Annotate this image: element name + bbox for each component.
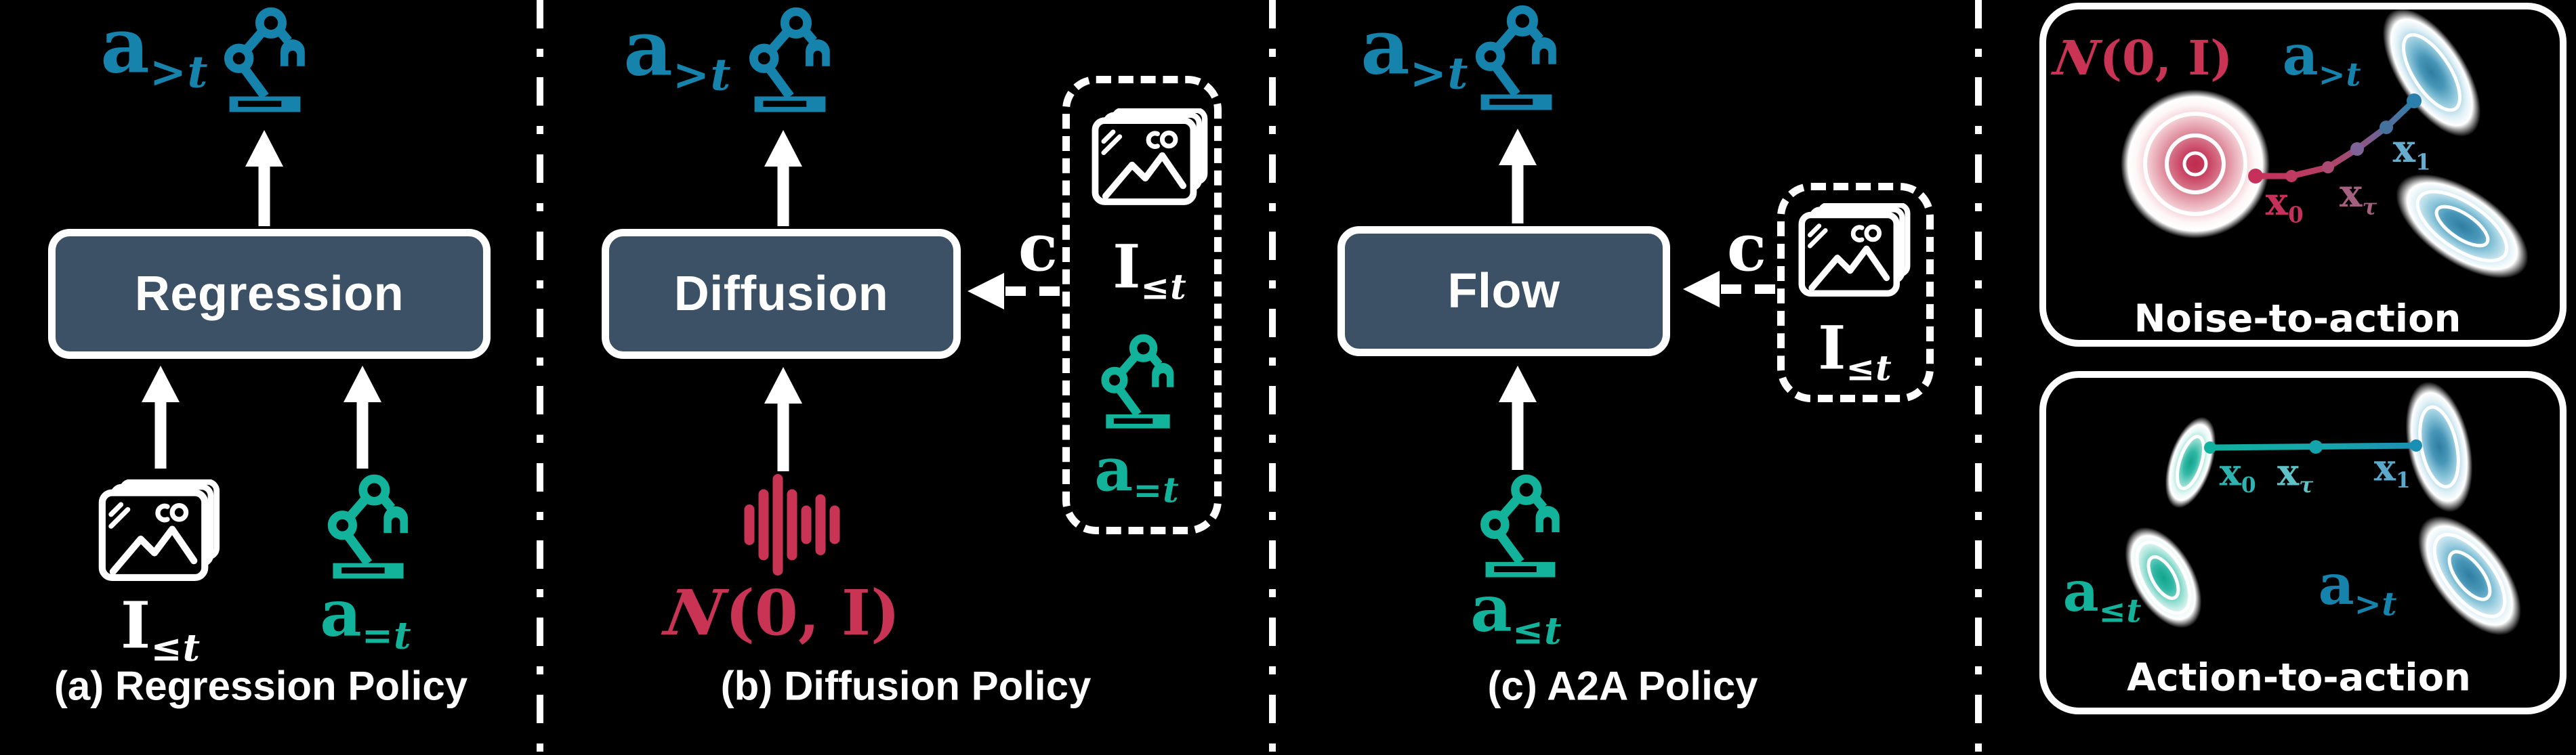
current-action-label: a=t (320, 576, 412, 657)
image-stack-icon (98, 479, 222, 583)
image-history-label: I≤t (120, 588, 201, 670)
past-action-distribution-blob (2165, 416, 2216, 509)
future-action-label: a>t (100, 1, 209, 98)
panel-a-caption: (a) Regression Policy (54, 663, 468, 709)
gaussian-noise-label: N(0, I) (2050, 30, 2233, 86)
image-history-label: I≤t (1113, 231, 1187, 308)
noise-to-action-trajectory (2248, 93, 2422, 184)
image-stack-icon (1085, 108, 1216, 207)
flow-arrows (142, 129, 1537, 471)
past-action-label: a≤t (1470, 571, 1562, 653)
noise-to-action-panel (2039, 3, 2567, 347)
condition-label: c (1018, 209, 1058, 286)
current-action-label: a=t (1094, 434, 1180, 511)
x1-label: x1 (2373, 446, 2411, 494)
noise-to-action-caption: Noise-to-action (2134, 297, 2461, 341)
flow-box: Flow (1337, 226, 1670, 356)
x0-label: x0 (2265, 179, 2304, 228)
image-history-label: I≤t (1818, 312, 1892, 389)
action-to-action-caption: Action-to-action (2127, 655, 2471, 700)
robot-arm-icon (325, 472, 411, 580)
x1-label: x1 (2392, 127, 2432, 175)
gaussian-noise-label: N(0, I) (659, 576, 900, 649)
condition-context-box (1777, 183, 1934, 402)
condition-label: c (1726, 209, 1767, 286)
robot-arm-icon (222, 5, 308, 114)
future-action-distribution-blob (2417, 516, 2522, 635)
action-to-action-trajectory (2204, 439, 2422, 454)
diffusion-box: Diffusion (602, 229, 961, 359)
condition-context-box (1062, 76, 1222, 534)
future-action-label: a>t (2282, 23, 2362, 94)
panel-divider-lines (537, 0, 1982, 755)
condition-arrows (968, 271, 1775, 309)
action-to-action-panel (2039, 371, 2567, 714)
action-distribution-blob (2396, 174, 2529, 278)
future-action-label: a>t (623, 4, 732, 101)
regression-box: Regression (48, 229, 491, 359)
noise-waveform-icon (737, 474, 847, 576)
past-action-distribution-blob (2125, 527, 2202, 628)
future-action-distribution-blob (2405, 381, 2473, 513)
robot-arm-icon (1473, 3, 1560, 112)
xtau-label: xτ (2277, 450, 2314, 498)
action-distribution-blob (2382, 8, 2481, 137)
image-stack-icon (1797, 203, 1913, 298)
robot-arm-icon (747, 5, 833, 114)
robot-arm-icon (1099, 332, 1177, 430)
xtau-label: xτ (2340, 171, 2377, 220)
x0-label: x0 (2219, 450, 2257, 498)
future-action-label: a>t (1360, 3, 1469, 100)
panel-c-caption: (c) A2A Policy (1487, 663, 1758, 709)
past-action-label: a≤t (2062, 559, 2142, 630)
future-action-label: a>t (2318, 553, 2398, 624)
noise-distribution-blob (2121, 89, 2270, 238)
robot-arm-icon (1478, 472, 1563, 579)
panel-b-caption: (b) Diffusion Policy (720, 663, 1092, 709)
